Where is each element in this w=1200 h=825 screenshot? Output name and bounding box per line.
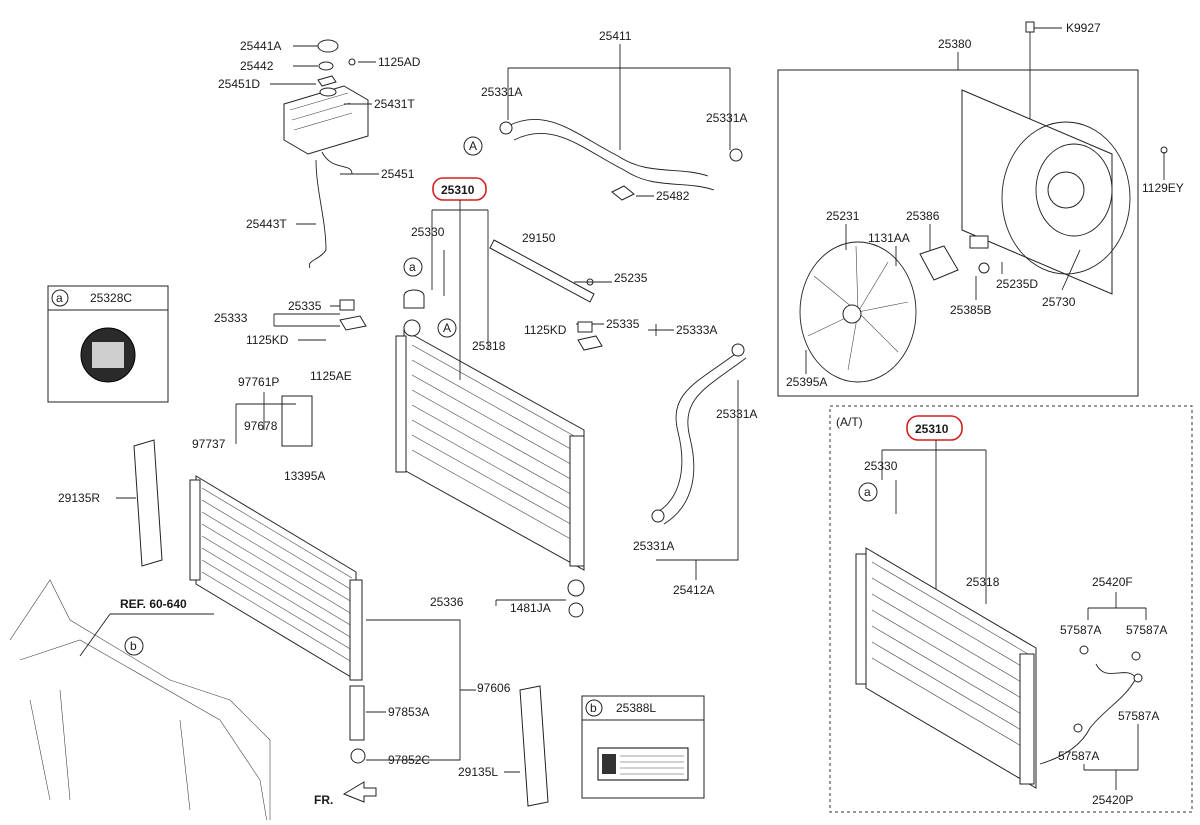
callout-25441A: 25441A — [240, 39, 281, 53]
callout-25336: 25336 — [430, 595, 464, 609]
inset-a: a 25328C — [47, 285, 169, 403]
inset-b: b 25388L — [581, 695, 705, 799]
callout-25386: 25386 — [906, 209, 940, 223]
callout-25231: 25231 — [826, 209, 860, 223]
callout-1129EY: 1129EY — [1142, 181, 1184, 195]
callout-25431T: 25431T — [374, 97, 415, 111]
fan-group: 25380 K9927 1129EY 25231 25386 1131AA 25… — [777, 21, 1184, 397]
callout-25443T: 25443T — [246, 217, 287, 231]
callout-25730: 25730 — [1042, 295, 1076, 309]
inset-b-code: 25388L — [616, 701, 656, 715]
front-indicator-label: FR. — [314, 793, 333, 807]
at-radiator-inset: (A/T) 25310 25330 25318 a 25420F 57587A … — [829, 405, 1193, 813]
callout-25420P: 25420P — [1092, 793, 1133, 807]
marker-b: b — [130, 639, 137, 653]
callout-25451: 25451 — [381, 167, 415, 181]
callout-25318-at: 25318 — [966, 575, 1000, 589]
callout-1125KD-left: 1125KD — [246, 333, 289, 347]
marker-a-upper: a — [409, 260, 416, 274]
inset-a-marker: a — [56, 291, 63, 305]
inset-b-marker: b — [590, 701, 597, 715]
marker-A-upper: A — [469, 139, 477, 153]
callout-25411: 25411 — [599, 29, 632, 43]
callout-25331A-right: 25331A — [716, 407, 757, 421]
callout-25330-at: 25330 — [864, 459, 898, 473]
callout-25318: 25318 — [472, 339, 506, 353]
highlight-25310 — [432, 177, 487, 201]
callout-57587A-2: 57587A — [1126, 623, 1167, 637]
callout-25482: 25482 — [656, 189, 690, 203]
callout-25335-right: 25335 — [606, 317, 640, 331]
callout-25412A: 25412A — [673, 583, 714, 597]
front-body-structure: REF. 60-640 b FR. — [9, 579, 377, 825]
callout-97737: 97737 — [192, 437, 226, 451]
ref-label: REF. 60-640 — [120, 597, 187, 611]
main-radiator: 25310 25330 29150 25235 25333 25335 1125… — [214, 177, 717, 618]
callout-25235D: 25235D — [996, 277, 1038, 291]
marker-A-radiator: A — [443, 321, 451, 335]
callout-29150: 29150 — [522, 231, 556, 245]
callout-1131AA: 1131AA — [868, 231, 910, 245]
callout-57587A-3: 57587A — [1118, 709, 1159, 723]
callout-25333A: 25333A — [676, 323, 717, 337]
callout-97761P: 97761P — [238, 375, 279, 389]
callout-25442: 25442 — [240, 59, 274, 73]
callout-25395A: 25395A — [786, 375, 827, 389]
callout-25331A-bottom: 25331A — [633, 539, 674, 553]
highlight-25310-at — [906, 415, 963, 441]
callout-25385B: 25385B — [950, 303, 991, 317]
callout-97678: 97678 — [244, 419, 278, 433]
callout-97606: 97606 — [477, 681, 511, 695]
callout-25310: 25310 — [441, 183, 475, 197]
condenser: 97761P 1125AE 97678 97737 13395A 29135R … — [58, 369, 549, 807]
callout-13395A: 13395A — [284, 469, 325, 483]
callout-25331A-upper-left: 25331A — [481, 85, 522, 99]
callout-29135R: 29135R — [58, 491, 100, 505]
callout-25333: 25333 — [214, 311, 248, 325]
lower-hose-group: 25331A 25331A 25412A — [633, 343, 757, 597]
callout-25451D: 25451D — [218, 77, 260, 91]
callout-57587A-4: 57587A — [1058, 749, 1099, 763]
callout-25331A-upper-right: 25331A — [706, 111, 747, 125]
callout-25310-at: 25310 — [915, 422, 949, 436]
callout-1481JA: 1481JA — [510, 601, 551, 615]
callout-25235: 25235 — [614, 271, 648, 285]
front-arrow-icon — [342, 781, 377, 803]
inset-a-code: 25328C — [90, 291, 132, 305]
callout-29135L: 29135L — [458, 765, 498, 779]
upper-hose-group: 25411 25331A 25331A 25482 A — [463, 29, 747, 203]
callout-25330: 25330 — [411, 225, 445, 239]
at-label: (A/T) — [836, 415, 863, 429]
callout-25420F: 25420F — [1092, 575, 1133, 589]
callout-K9927: K9927 — [1066, 21, 1101, 35]
callout-1125AE: 1125AE — [310, 369, 352, 383]
reservoir-group: 25441A 25442 25451D 1125AD 25431T 25451 … — [218, 39, 421, 269]
callout-57587A-1: 57587A — [1060, 623, 1101, 637]
marker-a-at: a — [864, 485, 871, 499]
callout-1125AD: 1125AD — [378, 55, 421, 69]
callout-1125KD-right: 1125KD — [524, 323, 567, 337]
callout-25380: 25380 — [938, 37, 972, 51]
callout-25335-left: 25335 — [288, 299, 322, 313]
callout-97853A: 97853A — [388, 705, 429, 719]
